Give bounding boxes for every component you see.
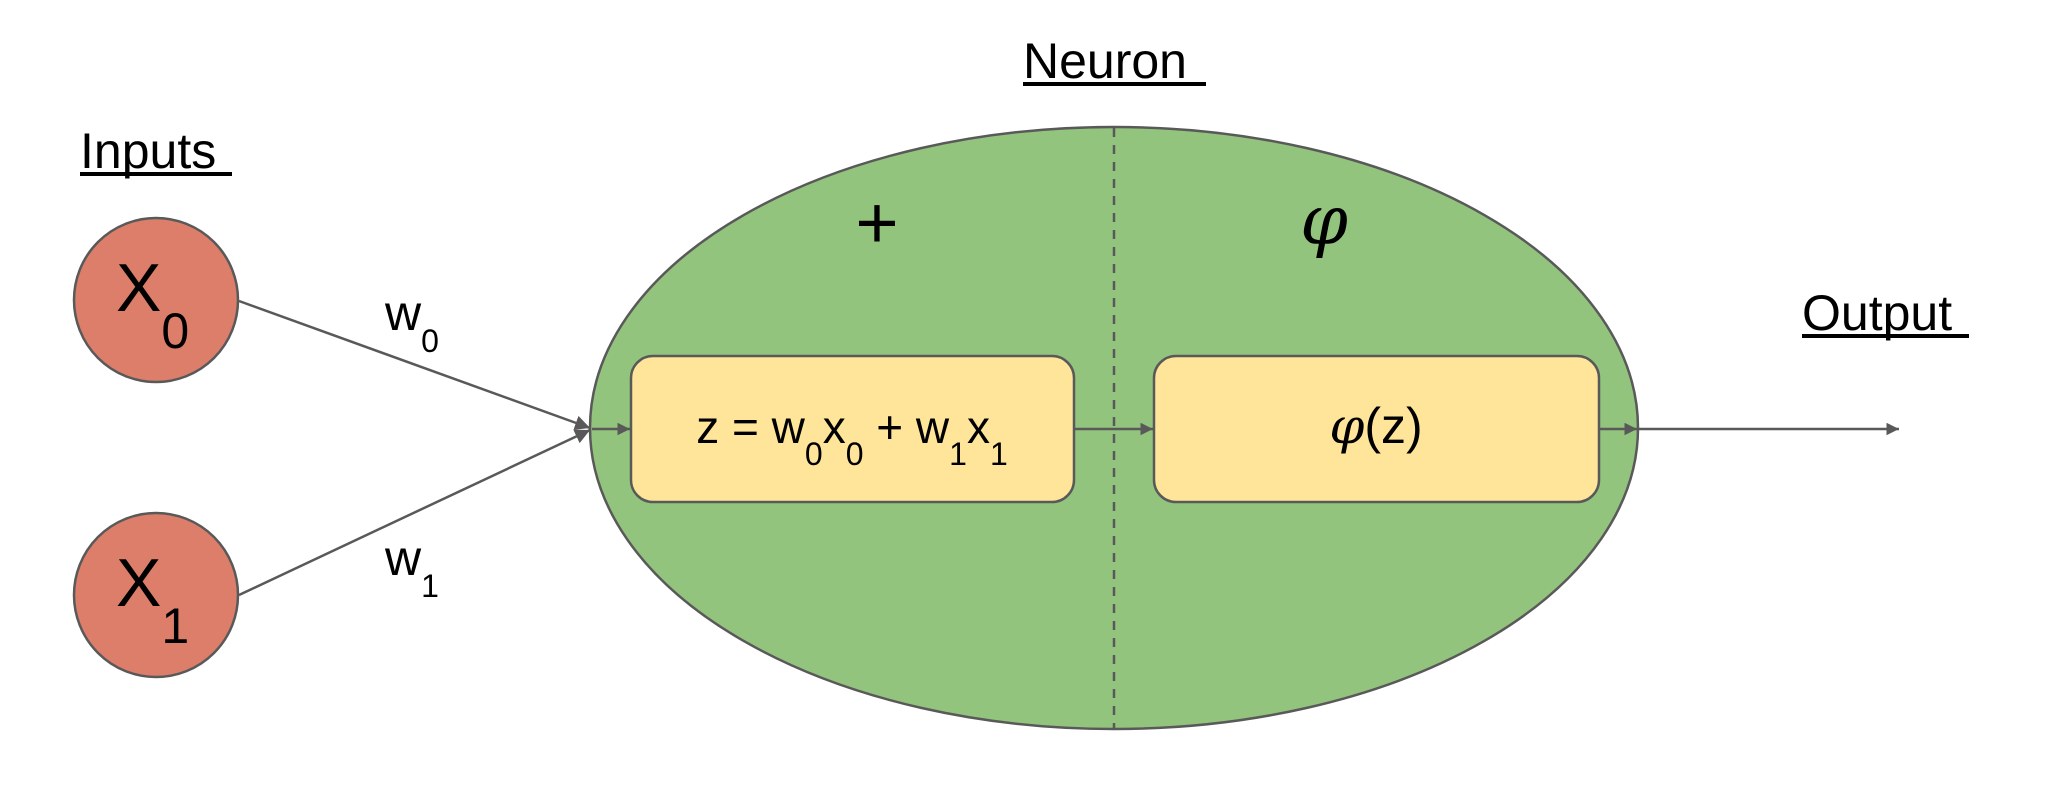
formula-term: + w (864, 401, 950, 453)
output-heading-underline (1802, 334, 1969, 338)
formula-term: x (967, 401, 990, 453)
neuron-heading: Neuron (1023, 33, 1206, 89)
formula-subscript: 1 (949, 436, 967, 472)
inputs-heading-text: Inputs (80, 123, 216, 179)
inputs-heading: Inputs (80, 123, 232, 179)
sum-box: z = w0x0 + w1x1 (629, 354, 1076, 504)
sum-symbol: + (855, 181, 898, 264)
output-heading-text: Output (1802, 285, 1952, 341)
weight-w0-label: w0 (384, 285, 439, 359)
edge-x0-to-neuron (238, 299, 591, 430)
output-heading: Output (1802, 285, 1969, 341)
neuron-heading-underline (1023, 82, 1206, 86)
formula-subscript: 0 (846, 436, 864, 472)
sum-formula: z = w0x0 + w1x1 (696, 401, 1008, 472)
input-node-x0-label: X0 (116, 250, 189, 359)
input-node-x0-circle (72, 216, 240, 384)
input-node-x0: X0 (72, 216, 240, 384)
inputs-heading-underline (80, 172, 232, 176)
activation-formula: φ(z) (1329, 397, 1422, 455)
neuron-heading-text: Neuron (1023, 33, 1187, 89)
activation-symbol: φ (1300, 182, 1348, 261)
activation-box: φ(z) (1152, 354, 1601, 504)
input-node-x1-circle (72, 511, 240, 679)
formula-subscript: 1 (990, 436, 1008, 472)
formula-subscript: 0 (805, 436, 823, 472)
formula-term: z = w (696, 401, 805, 453)
edge-x1-to-neuron (238, 428, 591, 597)
formula-term: x (823, 401, 846, 453)
input-node-x1: X1 (72, 511, 240, 679)
input-node-x1-label: X1 (116, 545, 189, 654)
weight-w1-label: w1 (384, 530, 439, 604)
